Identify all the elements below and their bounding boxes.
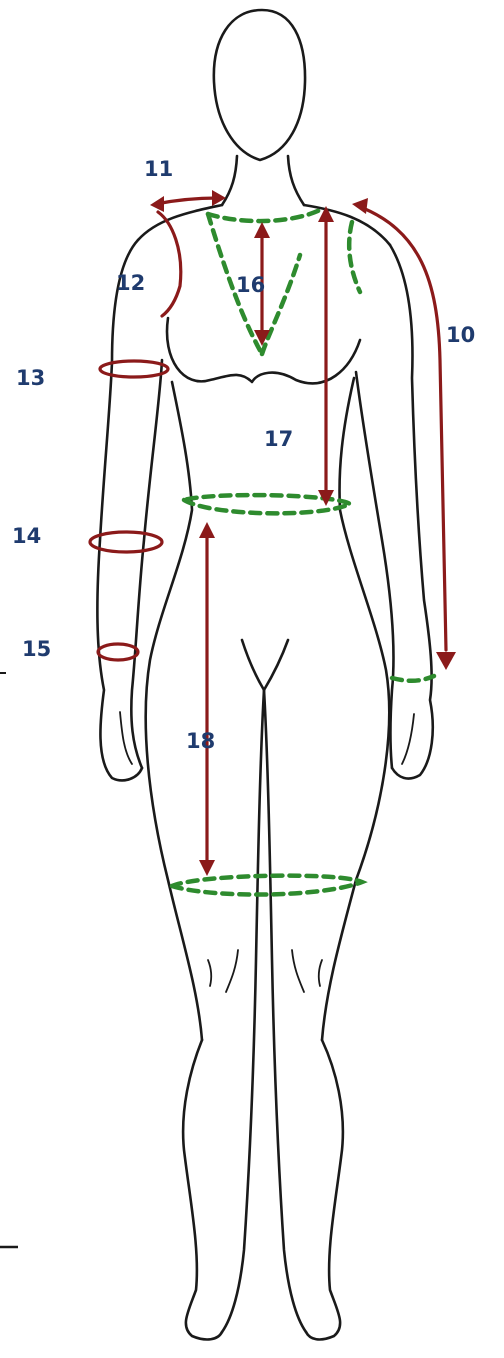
label-10: 10 — [446, 323, 475, 347]
neckline-v-right — [262, 255, 300, 354]
right-arm-outer-line — [390, 245, 433, 779]
left-inner-leg-line — [222, 690, 264, 1332]
left-hand-detail — [120, 712, 132, 764]
arrow-13-loop — [100, 361, 168, 377]
thigh-circumference — [172, 876, 362, 895]
label-11: 11 — [144, 157, 173, 181]
label-14: 14 — [12, 524, 41, 548]
right-hand-detail — [402, 714, 414, 764]
arrow-10-head-bottom — [436, 652, 456, 670]
label-18: 18 — [186, 729, 215, 753]
arrow-10-head-top — [352, 198, 368, 214]
torso-left-line — [146, 382, 202, 1040]
right-arm-inner-line — [356, 372, 394, 768]
right-knee-detail-2 — [292, 950, 304, 992]
left-knee-detail — [208, 960, 211, 986]
right-inner-leg-line — [264, 690, 306, 1332]
arrow-18-head-top — [199, 522, 215, 538]
label-15: 15 — [22, 637, 51, 661]
wrist-right-guide — [392, 676, 434, 681]
right-knee-detail — [319, 960, 322, 986]
arrow-15-loop — [98, 644, 138, 660]
left-arm-outer-line — [97, 240, 142, 780]
arrow-11-head-left — [150, 196, 164, 212]
left-outer-leg-line — [183, 1040, 222, 1339]
neck-right-line — [288, 156, 304, 205]
arrow-18-head-bottom — [199, 860, 215, 876]
crotch-line — [242, 640, 288, 690]
arrow-16-head-top — [254, 222, 270, 238]
armhole-right-guide — [349, 222, 360, 292]
label-16: 16 — [236, 273, 265, 297]
arrow-11-line — [156, 198, 218, 204]
head-outline — [214, 10, 305, 160]
neckline-circumference — [208, 210, 320, 221]
label-12: 12 — [116, 271, 145, 295]
female-body-outline — [97, 10, 432, 1339]
left-knee-detail-2 — [226, 950, 238, 992]
circumference-guides — [172, 210, 434, 895]
torso-right-line — [322, 378, 389, 1040]
label-17: 17 — [264, 427, 293, 451]
label-13: 13 — [16, 366, 45, 390]
arrow-12-curve — [158, 212, 181, 316]
measurement-labels: 10 11 12 13 14 15 16 17 18 — [12, 157, 475, 753]
right-outer-leg-line — [306, 1040, 343, 1339]
